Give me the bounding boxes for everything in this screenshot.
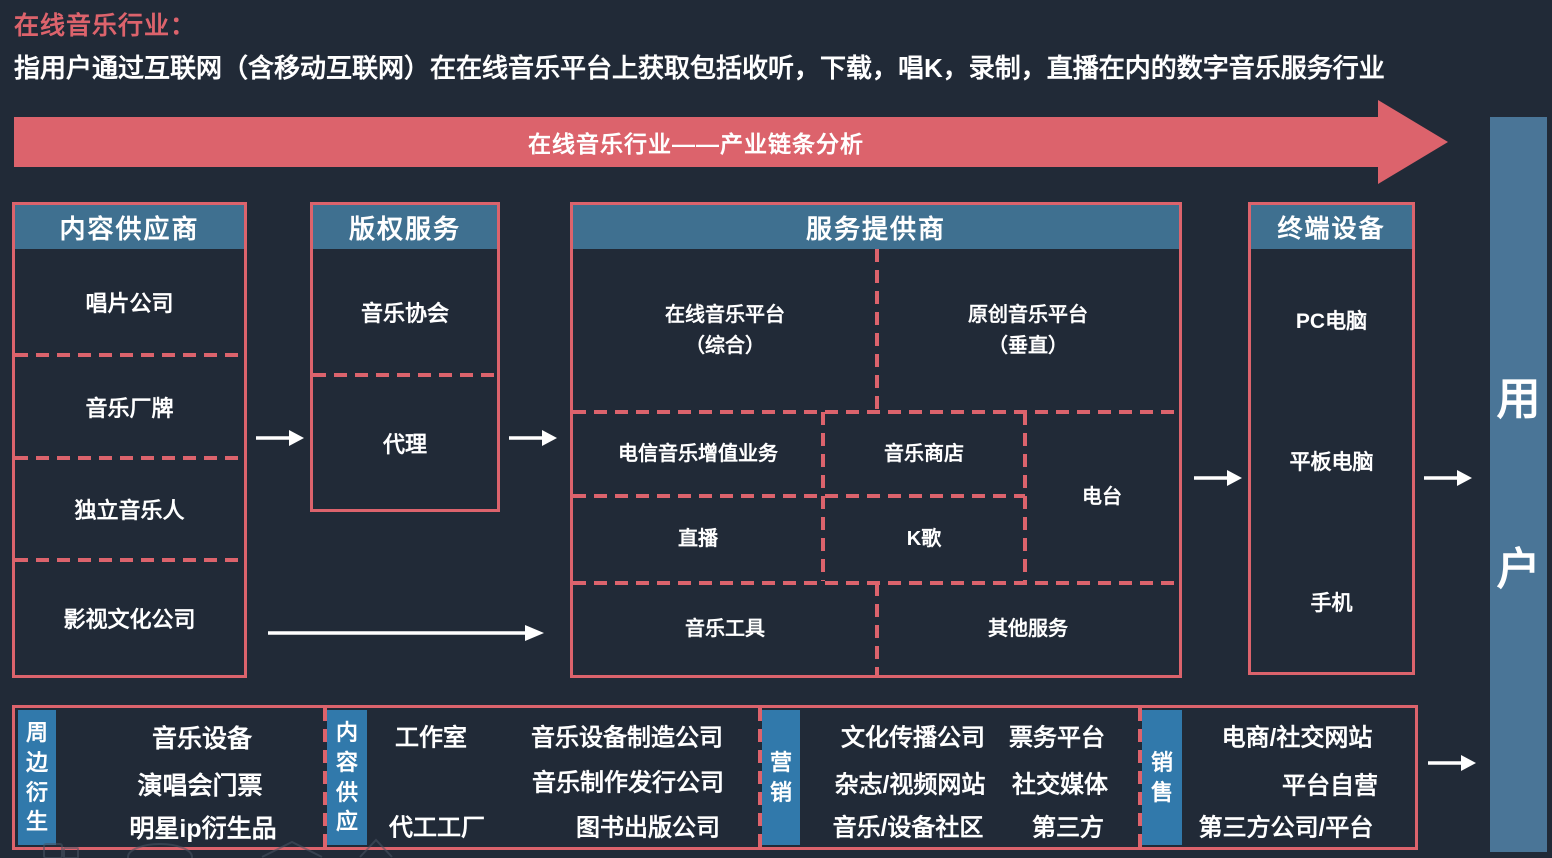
copyright-service-item: 代理 <box>382 432 427 457</box>
right-arrow-icon <box>1194 470 1242 486</box>
tab-label: 销售 <box>1150 749 1173 805</box>
dashed-divider <box>1138 708 1142 847</box>
bottom-item: 音乐设备制造公司 <box>531 724 723 752</box>
cell-other-services: 其他服务 <box>988 617 1068 640</box>
tab-label: 营销 <box>769 749 792 805</box>
service-provider-box: 服务提供商 在线音乐平台 （综合） 原创音乐平台 （垂直） 电信音乐增值业务 音… <box>570 202 1182 678</box>
tab-marketing: 营销 <box>762 710 800 845</box>
right-arrow-icon <box>268 625 544 641</box>
right-arrow-icon <box>256 430 304 446</box>
right-arrow-icon <box>1424 470 1472 486</box>
terminal-device-item: 平板电脑 <box>1289 450 1374 474</box>
bottom-item: 代工工厂 <box>389 814 485 842</box>
tab-content-supply: 内容供应 <box>327 710 367 845</box>
cell-music-store: 音乐商店 <box>884 442 964 465</box>
user-bar-char: 户 <box>1496 545 1541 594</box>
tab-derivative: 周边衍生 <box>18 710 56 845</box>
bottom-item: 票务平台 <box>1009 724 1105 752</box>
cell-label: （垂直） <box>988 334 1068 357</box>
content-supplier-item: 独立音乐人 <box>74 498 185 523</box>
dashed-divider <box>821 412 825 581</box>
cell-radio: 电台 <box>1082 486 1122 508</box>
terminal-device-items: PC电脑 平板电脑 手机 <box>1251 249 1412 672</box>
dashed-divider <box>15 353 244 357</box>
dashed-divider <box>1023 412 1027 581</box>
content-supplier-header: 内容供应商 <box>15 205 244 249</box>
banner-arrow: 在线音乐行业——产业链条分析 <box>14 117 1378 167</box>
dashed-divider <box>758 708 762 847</box>
bottom-item: 电商/社交网站 <box>1221 724 1373 752</box>
banner-label: 在线音乐行业——产业链条分析 <box>528 131 864 157</box>
cell-original-music-platform: 原创音乐平台 （垂直） <box>877 249 1179 412</box>
content-supplier-box: 内容供应商 唱片公司 音乐厂牌 独立音乐人 影视文化公司 <box>12 202 247 678</box>
bottom-item: 图书出版公司 <box>576 814 720 842</box>
dashed-divider <box>15 558 244 562</box>
right-arrow-icon <box>509 430 557 446</box>
terminal-device-box: 终端设备 PC电脑 平板电脑 手机 <box>1248 202 1415 675</box>
banner-arrow-head-icon <box>1378 100 1448 184</box>
tab-label: 内容供应 <box>335 720 358 835</box>
user-bar: 用 户 <box>1490 117 1547 852</box>
dashed-divider <box>875 249 879 410</box>
copyright-service-box: 版权服务 音乐协会 代理 <box>310 202 500 512</box>
terminal-device-item: 手机 <box>1310 591 1353 615</box>
dashed-divider <box>323 708 327 847</box>
bottom-item: 文化传播公司 <box>841 724 985 752</box>
cell-online-music-platform: 在线音乐平台 （综合） <box>573 249 877 412</box>
cell-live: 直播 <box>678 528 718 550</box>
copyright-service-item: 音乐协会 <box>360 301 449 326</box>
bottom-item: 明星ip衍生品 <box>129 815 277 843</box>
user-bar-char: 用 <box>1496 375 1541 424</box>
cell-music-tools: 音乐工具 <box>685 617 765 640</box>
bottom-item: 音乐设备 <box>151 725 253 753</box>
bottom-item: 音乐制作发行公司 <box>532 769 724 797</box>
cell-label: 在线音乐平台 <box>665 303 785 326</box>
cell-telecom-vas: 电信音乐增值业务 <box>618 442 778 465</box>
bottom-item: 平台自营 <box>1282 772 1378 800</box>
cell-label: （综合） <box>685 334 765 357</box>
dashed-divider <box>15 456 244 460</box>
content-supplier-item: 唱片公司 <box>85 290 174 316</box>
bottom-item: 演唱会门票 <box>137 772 263 800</box>
dashed-divider <box>313 373 497 377</box>
bottom-strip-box: 周边衍生 音乐设备 演唱会门票 明星ip衍生品 内容供应 工作室 代工工厂 音乐… <box>12 705 1418 850</box>
tab-sales: 销售 <box>1142 710 1182 845</box>
watermark-shapes-icon <box>43 838 393 858</box>
bottom-item: 第三方公司/平台 <box>1198 814 1374 842</box>
bottom-item: 工作室 <box>395 724 467 752</box>
content-supplier-item: 音乐厂牌 <box>85 395 174 421</box>
service-provider-header: 服务提供商 <box>573 205 1179 249</box>
bottom-item: 音乐/设备社区 <box>832 814 984 842</box>
cell-karaoke: K歌 <box>906 528 942 550</box>
bottom-item: 社交媒体 <box>1012 771 1108 799</box>
page-title: 在线音乐行业： <box>14 12 197 40</box>
tab-label: 周边衍生 <box>25 720 48 835</box>
industry-definition: 指用户通过互联网（含移动互联网）在在线音乐平台上获取包括收听，下载，唱K，录制，… <box>14 53 1385 83</box>
copyright-service-header: 版权服务 <box>313 205 497 249</box>
terminal-device-item: PC电脑 <box>1295 309 1368 333</box>
content-supplier-item: 影视文化公司 <box>63 607 196 632</box>
right-arrow-icon <box>1428 755 1476 771</box>
dashed-divider <box>875 583 879 675</box>
dashed-divider <box>573 494 1025 498</box>
terminal-device-header: 终端设备 <box>1251 205 1412 249</box>
cell-label: 原创音乐平台 <box>968 303 1088 326</box>
dashed-divider <box>573 410 1179 414</box>
bottom-item: 第三方 <box>1032 814 1104 842</box>
bottom-item: 杂志/视频网站 <box>834 771 986 799</box>
